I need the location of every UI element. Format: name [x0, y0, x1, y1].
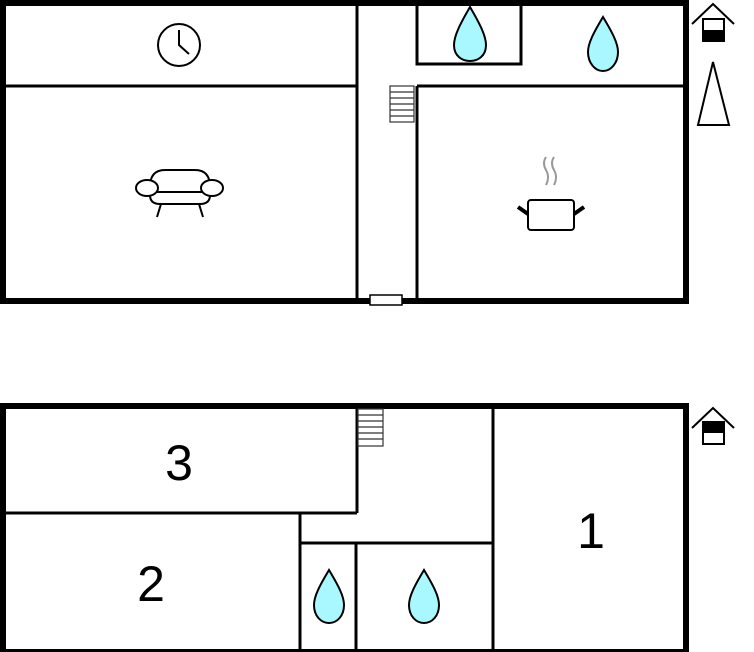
lower-outer-wall [0, 403, 689, 652]
upper-outer-wall [0, 0, 689, 304]
stairs-icon [389, 85, 415, 123]
room-label-3: 3 [165, 435, 193, 491]
sofa-icon [135, 169, 224, 218]
room-label-1: 1 [577, 503, 605, 559]
water-drop-icon [586, 15, 620, 73]
upper-floor [0, 0, 689, 306]
stairs-icon [357, 408, 384, 447]
bathroom-wall [415, 3, 523, 66]
pot-icon [516, 156, 586, 231]
water-drop-icon [312, 568, 346, 625]
water-drop-icon [407, 568, 441, 625]
clock-icon [157, 23, 201, 67]
north-arrow-icon [696, 61, 731, 126]
lower-floor: 3 2 1 [0, 403, 689, 652]
door-icon [369, 294, 403, 306]
house-floor-icon [691, 2, 735, 42]
water-drop-icon [452, 5, 488, 63]
room-label-2: 2 [137, 556, 165, 612]
house-floor-icon [691, 406, 735, 445]
